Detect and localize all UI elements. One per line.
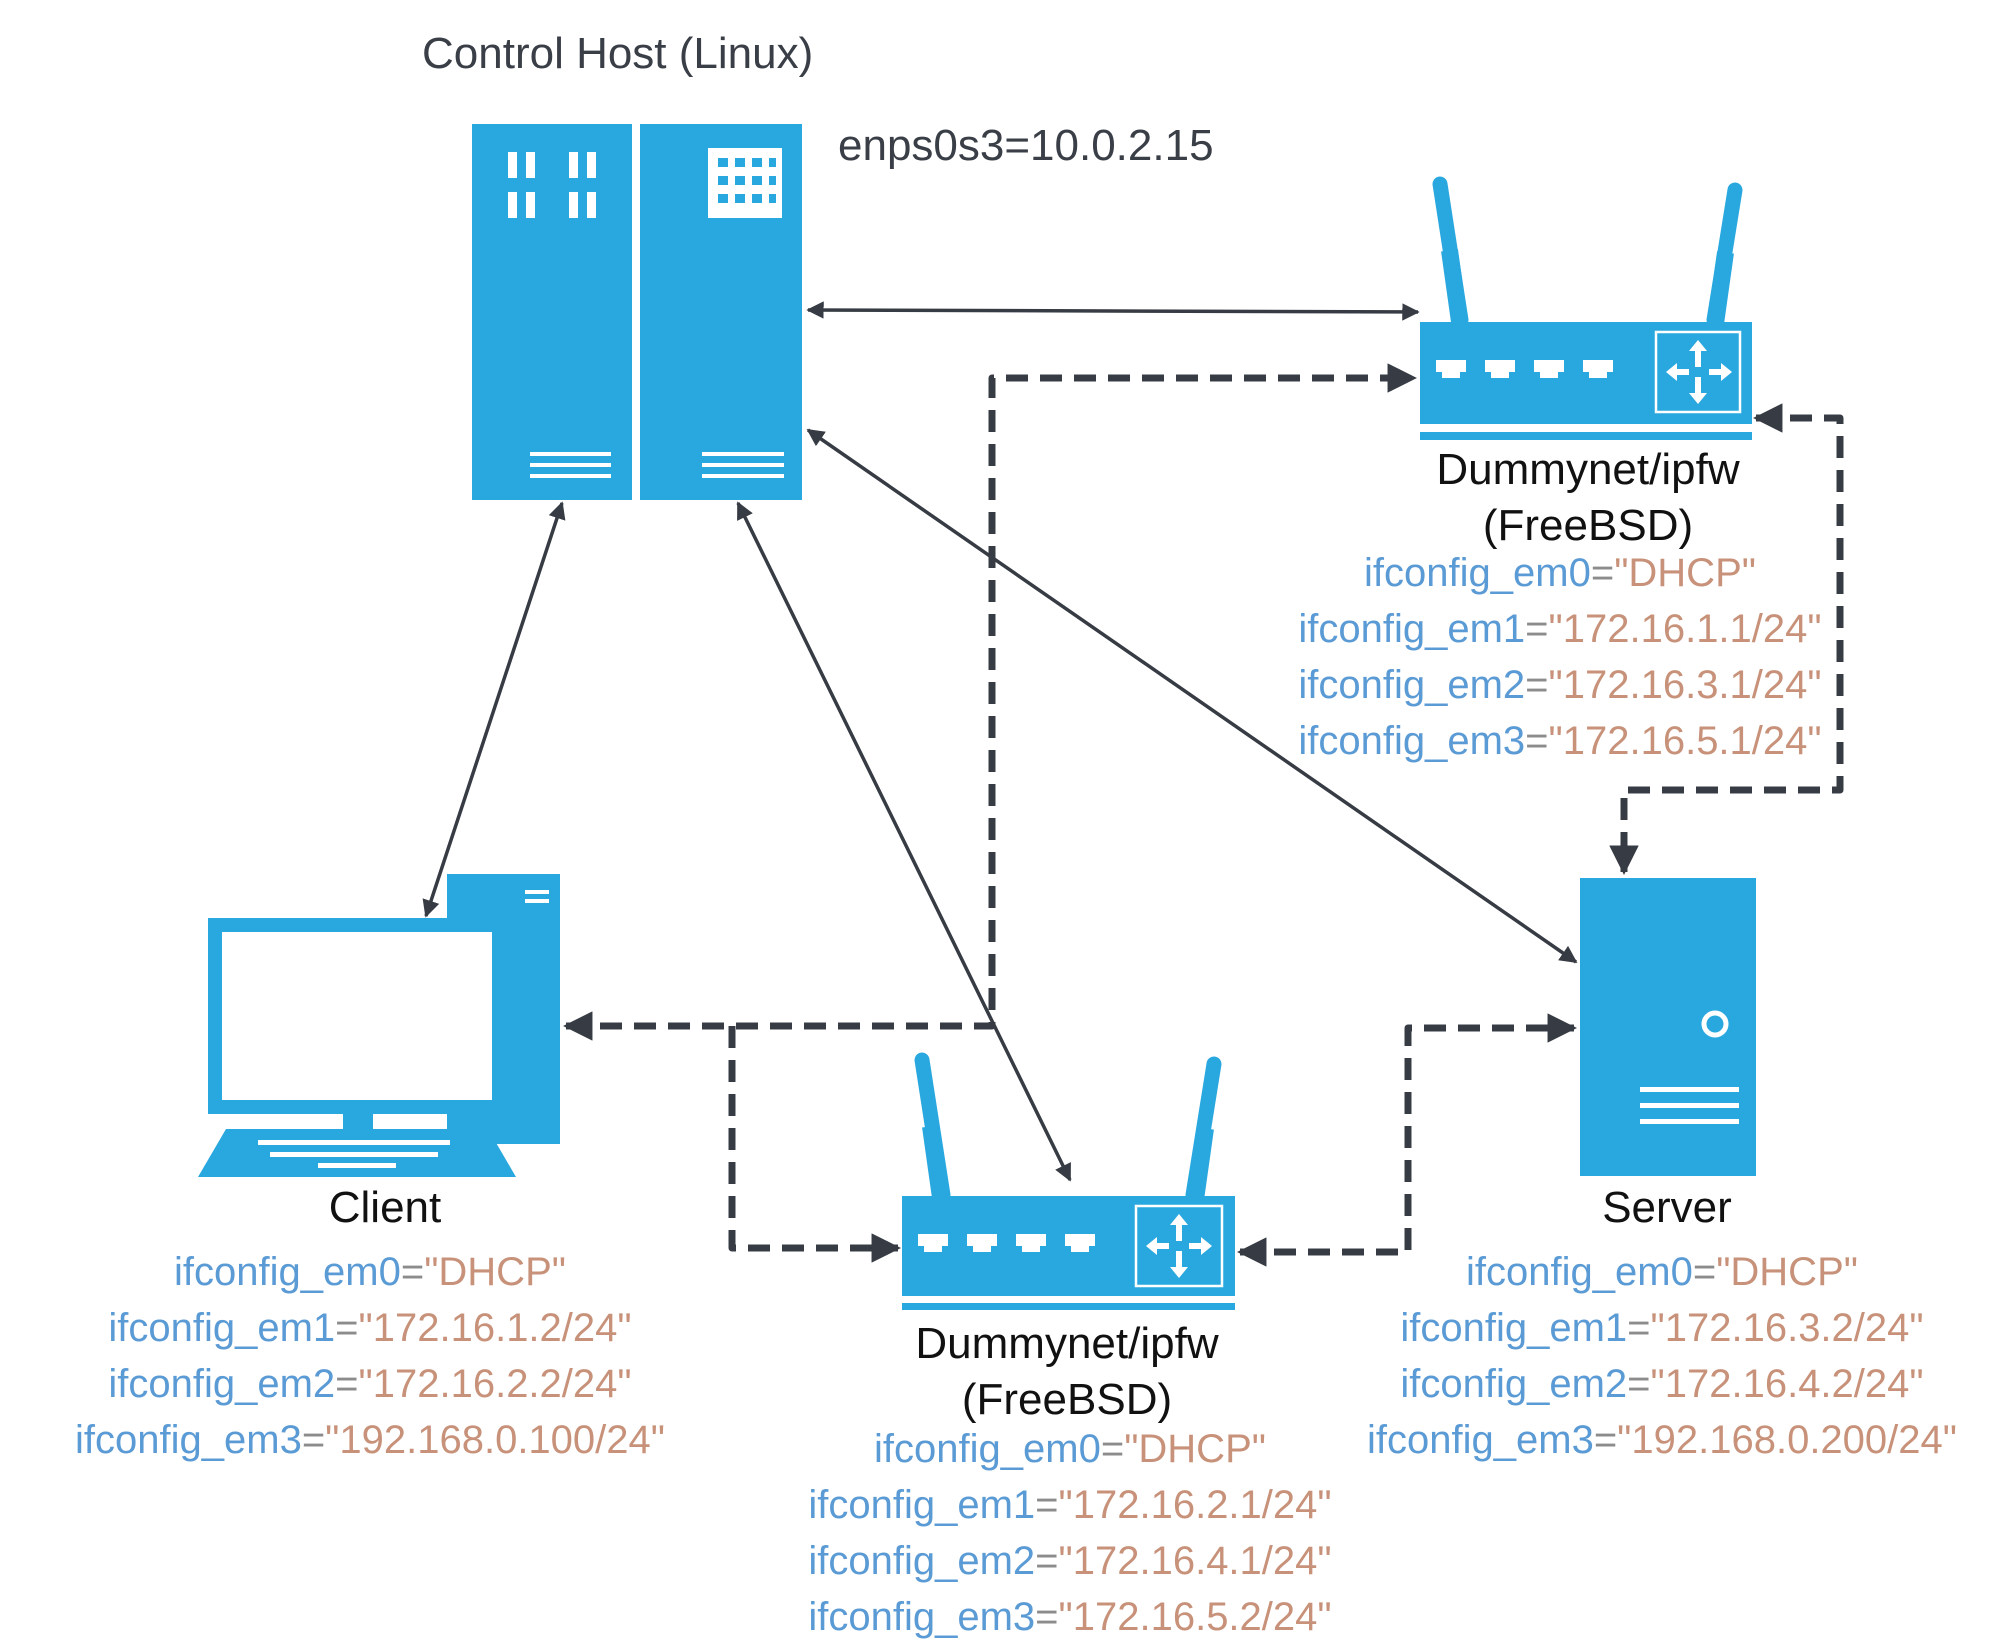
router-bottom-os: (FreeBSD)	[961, 1375, 1173, 1424]
link-client-to-router-bottom	[728, 1026, 901, 1263]
config-line: ifconfig_em0="DHCP"	[1466, 1250, 1858, 1294]
config-line: ifconfig_em3="172.16.5.2/24"	[808, 1595, 1332, 1639]
config-line: ifconfig_em0="DHCP"	[1364, 551, 1756, 595]
server-tower-icon[interactable]	[1580, 878, 1756, 1176]
link-control-to-router-top	[806, 301, 1420, 321]
config-line: ifconfig_em0="DHCP"	[174, 1250, 566, 1294]
config-line: ifconfig_em1="172.16.3.2/24"	[1400, 1306, 1924, 1350]
config-line: ifconfig_em1="172.16.1.1/24"	[1298, 607, 1822, 651]
router-top-os: (FreeBSD)	[1482, 501, 1694, 550]
server-name: Server	[1602, 1183, 1732, 1232]
link-router-top-to-server	[1609, 403, 1844, 875]
router-top-name: Dummynet/ipfw	[1436, 445, 1740, 494]
link-router-bottom-to-server	[1237, 1013, 1577, 1267]
config-line: ifconfig_em2="172.16.4.1/24"	[808, 1539, 1332, 1583]
router-icon[interactable]	[1420, 176, 1752, 440]
config-line: ifconfig_em0="DHCP"	[874, 1427, 1266, 1471]
link-control-to-router-bottom	[736, 501, 1072, 1182]
link-client-to-router-top	[563, 363, 1417, 1041]
link-control-to-client	[422, 501, 566, 918]
config-line: ifconfig_em1="172.16.1.2/24"	[108, 1306, 632, 1350]
config-line: ifconfig_em2="172.16.3.1/24"	[1298, 663, 1822, 707]
config-line: ifconfig_em2="172.16.4.2/24"	[1400, 1362, 1924, 1406]
config-line: ifconfig_em2="172.16.2.2/24"	[108, 1362, 632, 1406]
server-rack-icon[interactable]	[472, 124, 802, 500]
router-bottom-name: Dummynet/ipfw	[915, 1319, 1219, 1368]
config-line: ifconfig_em1="172.16.2.1/24"	[808, 1483, 1332, 1527]
config-line: ifconfig_em3="172.16.5.1/24"	[1298, 719, 1822, 763]
router-icon[interactable]	[902, 1052, 1235, 1310]
config-line: ifconfig_em3="192.168.0.200/24"	[1367, 1418, 1957, 1462]
client-name: Client	[328, 1183, 442, 1232]
control-host-interface: enps0s3=10.0.2.15	[838, 121, 1214, 170]
desktop-computer-icon[interactable]	[198, 874, 560, 1177]
control-host-title: Control Host (Linux)	[422, 29, 814, 78]
config-line: ifconfig_em3="192.168.0.100/24"	[75, 1418, 665, 1462]
